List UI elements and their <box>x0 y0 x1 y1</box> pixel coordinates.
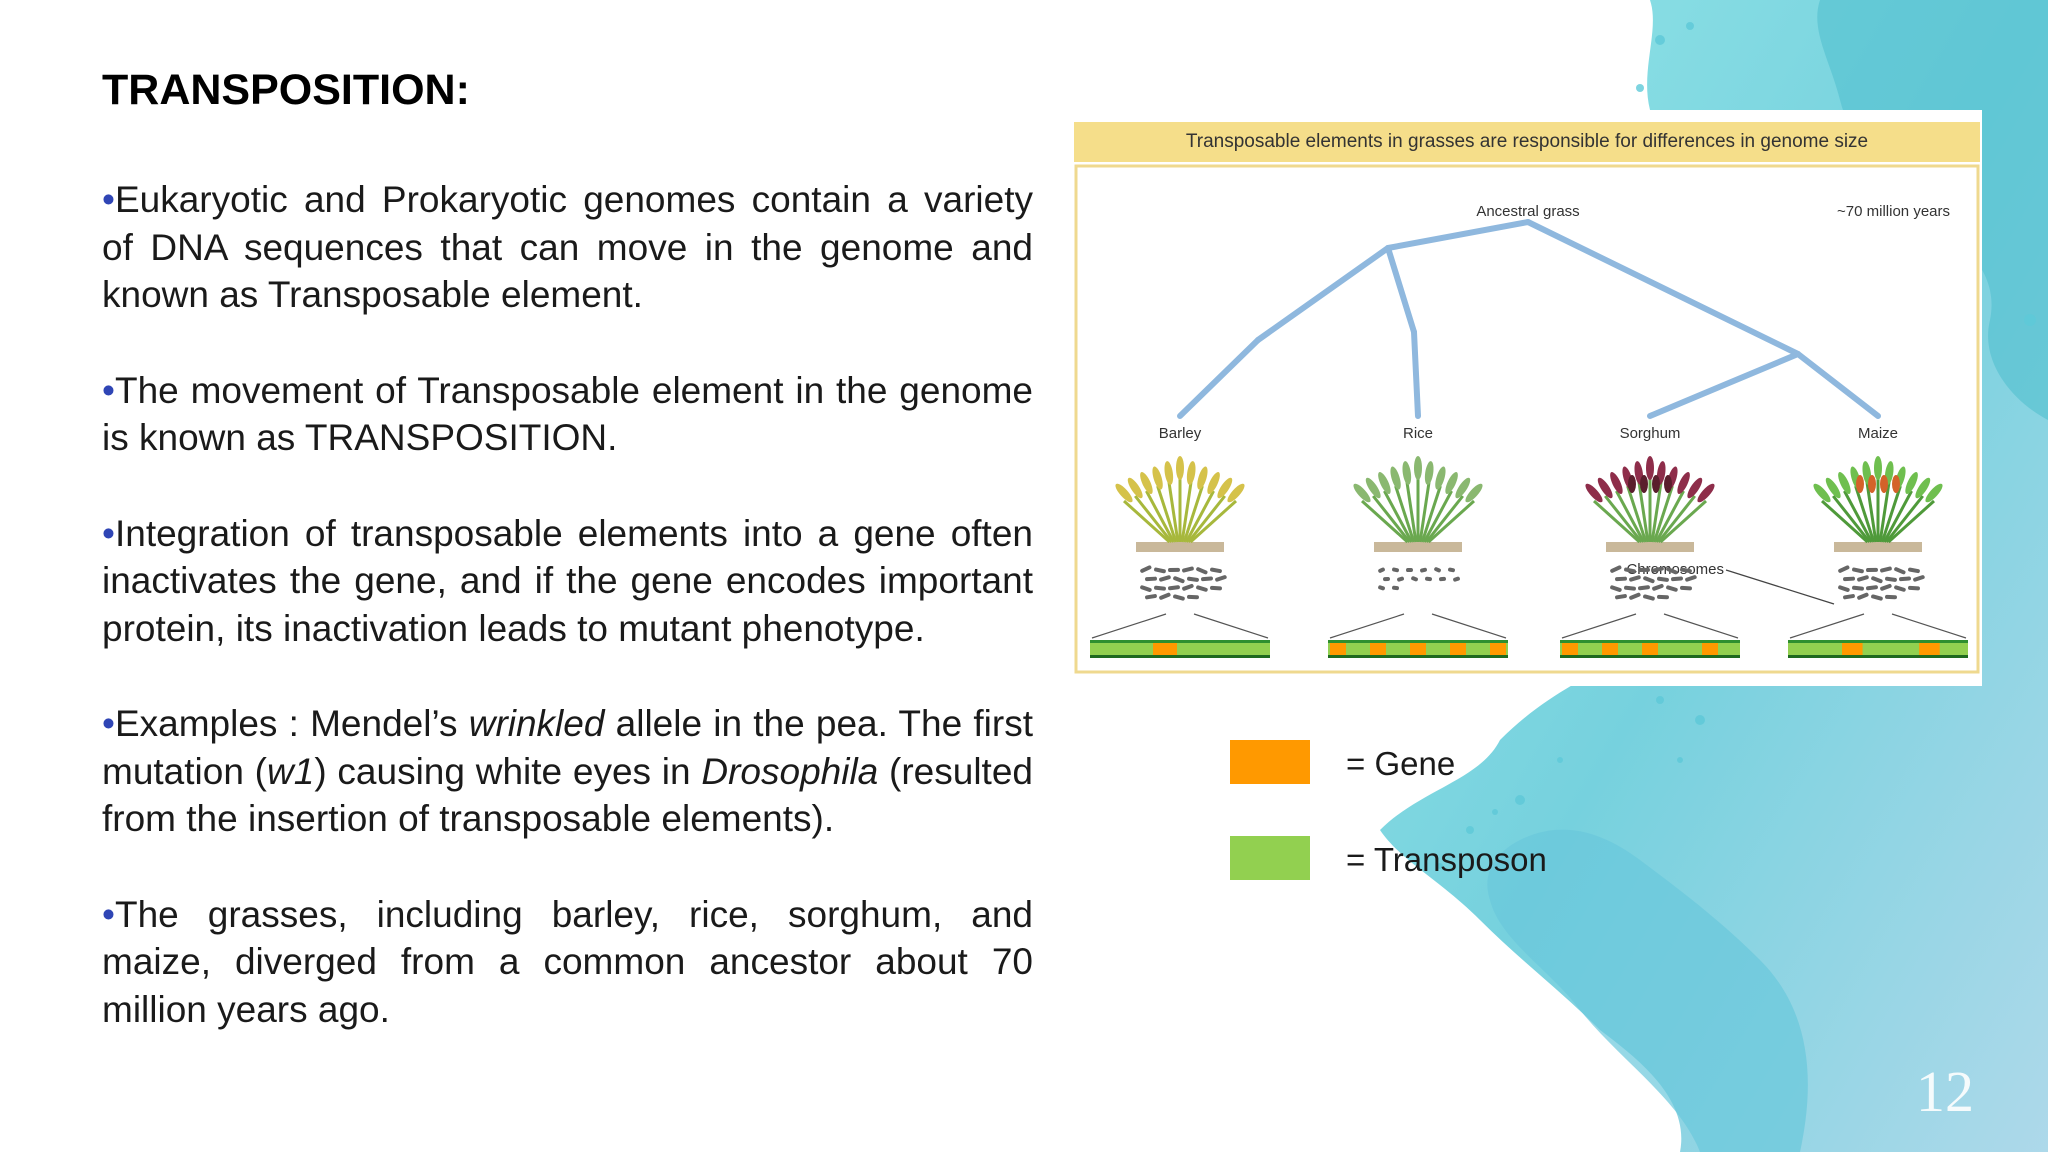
bullet-text-italic: wrinkled <box>468 703 605 744</box>
bullet-text: Integration of transposable elements int… <box>102 512 1033 649</box>
gene-block <box>1919 643 1940 655</box>
soil-strip <box>1834 542 1922 552</box>
bullet-marker: • <box>102 512 115 554</box>
bullet-item: •The movement of Transposable element in… <box>102 367 1033 462</box>
bullet-marker: • <box>102 369 115 411</box>
plant-illustration <box>1115 456 1245 544</box>
gene-block <box>1702 643 1718 655</box>
bullet-text: Eukaryotic and Prokaryotic genomes conta… <box>102 179 1033 315</box>
bullet-text: The grasses, including barley, rice, sor… <box>102 893 1033 1030</box>
chromosome-bar <box>1788 640 1968 658</box>
plant-illustration <box>1585 456 1715 544</box>
chromosome-cluster <box>1378 567 1460 591</box>
bullet-marker: • <box>102 179 115 220</box>
species-group: Barley Rice Sorghum Maize <box>1090 425 1968 658</box>
gene-block <box>1330 643 1346 655</box>
phylogeny-diagram: Ancestral grass ~70 million years Chromo… <box>1074 164 1980 674</box>
bullet-text-italic: w1 <box>267 750 315 792</box>
species-sorghum: Sorghum <box>1560 425 1740 658</box>
gene-block <box>1842 643 1863 655</box>
legend-item: = Gene <box>1230 740 1730 784</box>
species-label: Barley <box>1159 425 1202 442</box>
bullet-item: •Examples : Mendel’s wrinkled allele in … <box>102 700 1033 843</box>
soil-strip <box>1136 542 1224 552</box>
genome-figure: Transposable elements in grasses are res… <box>1074 122 1980 674</box>
species-barley: Barley <box>1090 425 1270 658</box>
gene-block <box>1450 643 1466 655</box>
soil-strip <box>1606 542 1694 552</box>
page-number: 12 <box>1916 1059 1974 1124</box>
soil-strip <box>1374 542 1462 552</box>
plant-illustration <box>1813 456 1943 544</box>
bullet-marker: • <box>102 703 115 744</box>
chromosome-cluster <box>1140 565 1227 601</box>
species-label: Maize <box>1858 425 1898 442</box>
figure-title: Transposable elements in grasses are res… <box>1074 122 1980 162</box>
slide-title: TRANSPOSITION: <box>102 66 470 114</box>
bullet-text-italic: Drosophila <box>701 750 879 792</box>
plant-illustration <box>1353 456 1483 544</box>
legend-swatch <box>1230 836 1310 880</box>
ancestor-label: Ancestral grass <box>1476 203 1579 220</box>
bullet-item: •Integration of transposable elements in… <box>102 510 1033 653</box>
bullet-item: •The grasses, including barley, rice, so… <box>102 891 1033 1034</box>
species-label: Rice <box>1403 425 1433 442</box>
bullet-text: allele in the pea. The first mutation ( <box>102 703 1033 792</box>
bullet-item: •Eukaryotic and Prokaryotic genomes cont… <box>102 176 1033 319</box>
species-rice: Rice <box>1328 425 1508 658</box>
chromosome-cluster <box>1838 565 1925 601</box>
species-label: Sorghum <box>1620 425 1681 442</box>
chromosomes-label: Chromosomes <box>1626 561 1724 578</box>
gene-block <box>1642 643 1658 655</box>
phylogenetic-tree <box>1177 219 1881 419</box>
gene-block <box>1370 643 1386 655</box>
bullet-text: Examples : Mendel’s <box>114 703 469 744</box>
gene-block <box>1602 643 1618 655</box>
gene-block <box>1490 643 1506 655</box>
legend-item: = Transposon <box>1230 836 1730 880</box>
chromosome-bar <box>1090 640 1270 658</box>
gene-block <box>1562 643 1578 655</box>
bullet-text: (resulted from the insertion of transpos… <box>102 750 1033 840</box>
bullet-list: •Eukaryotic and Prokaryotic genomes cont… <box>102 176 1033 1081</box>
gene-block <box>1153 643 1177 655</box>
legend-swatch <box>1230 740 1310 784</box>
bullet-marker: • <box>102 893 115 935</box>
species-maize: Maize <box>1788 425 1968 658</box>
legend-label: = Transposon <box>1346 841 1547 878</box>
chromosome-bar <box>1328 640 1508 658</box>
bullet-text: ) causing white eyes in <box>314 750 702 792</box>
bullet-text: The movement of Transposable element in … <box>102 369 1033 459</box>
gene-block <box>1410 643 1426 655</box>
time-label: ~70 million years <box>1837 203 1950 220</box>
chromosome-bar <box>1560 640 1740 658</box>
chromosome-cluster <box>1610 565 1697 601</box>
legend-label: = Gene <box>1346 745 1456 782</box>
